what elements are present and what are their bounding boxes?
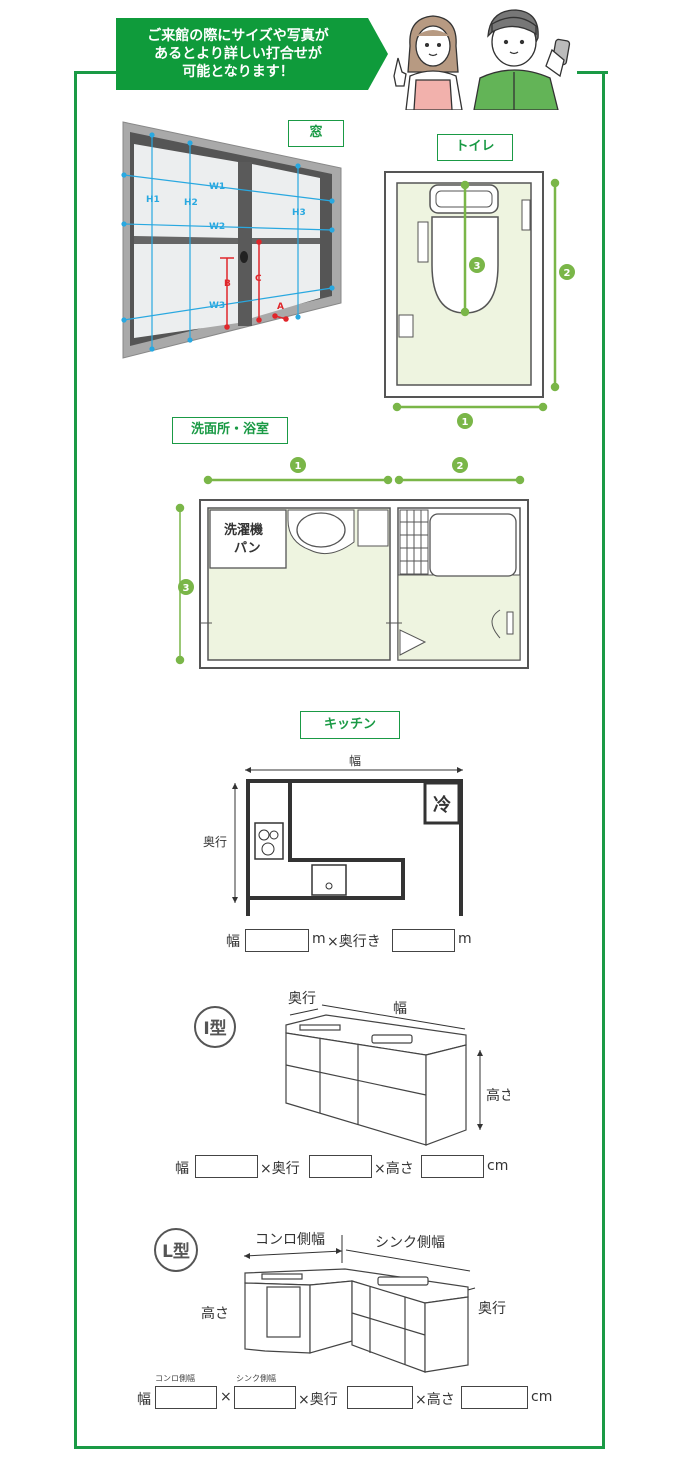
window-title: 窓 xyxy=(288,120,344,147)
dim-1: 1 xyxy=(295,461,302,472)
banner-line: 可能となります！ xyxy=(182,64,294,80)
dim-1: 1 xyxy=(462,417,469,428)
dim-3: 3 xyxy=(474,261,481,272)
plan-form-width-label: 幅 xyxy=(226,934,240,950)
plan-width-input[interactable] xyxy=(245,929,309,952)
man-figure xyxy=(473,9,571,110)
fridge-label: 冷 xyxy=(433,794,451,816)
plan-depth-label: 奥行 xyxy=(203,835,227,849)
l-sink-width-input[interactable] xyxy=(234,1386,296,1409)
label-w3: W3 xyxy=(209,301,225,311)
dim-3: 3 xyxy=(183,583,190,594)
i-form-height-label: ×高さ xyxy=(374,1161,414,1177)
i-form-width-label: 幅 xyxy=(175,1161,189,1177)
plan-form-depth-label: ×奥行き xyxy=(327,934,381,950)
window-diagram: H1 H2 H3 W1 W2 W3 B C A xyxy=(121,121,342,359)
label-b: B xyxy=(224,279,231,289)
content-frame xyxy=(74,72,605,1449)
dim-2: 2 xyxy=(564,268,571,279)
i-width-input[interactable] xyxy=(195,1155,258,1178)
woman-figure xyxy=(393,15,463,110)
kitchen-title: キッチン xyxy=(300,711,400,739)
l-form-times: × xyxy=(220,1389,232,1405)
i-form-depth-label: ×奥行 xyxy=(260,1161,300,1177)
banner-line: あるとより詳しい打合せが xyxy=(154,46,322,62)
plan-depth-input[interactable] xyxy=(392,929,455,952)
banner-text: ご来館の際にサイズや写真が あるとより詳しい打合せが 可能となります！ xyxy=(118,27,358,81)
l-stove-width-label: コンロ側幅 xyxy=(255,1232,325,1248)
l-height-label: 高さ xyxy=(201,1305,229,1322)
i-unit-cm: cm xyxy=(487,1158,509,1174)
i-depth-label: 奥行 xyxy=(288,990,316,1007)
l-sink-width-label: シンク側幅 xyxy=(375,1235,445,1251)
l-unit-cm: cm xyxy=(531,1389,553,1405)
staff-illustration xyxy=(393,9,571,110)
label-h1: H1 xyxy=(146,195,160,205)
i-type-diagram: I型 奥行 幅 高さ xyxy=(194,990,510,1146)
label-h3: H3 xyxy=(292,208,306,218)
plan-unit-m: m xyxy=(458,931,472,947)
banner-shape xyxy=(116,18,388,90)
bath-diagram: 洗濯機 パン 1 2 3 xyxy=(175,457,529,669)
l-form-height-label: ×高さ xyxy=(415,1392,455,1408)
frame-top-right xyxy=(577,71,608,74)
label-h2: H2 xyxy=(184,198,198,208)
i-depth-input[interactable] xyxy=(309,1155,372,1178)
l-form-stove-small: コンロ側幅 xyxy=(155,1374,195,1383)
kitchen-plan: 幅 奥行 冷 xyxy=(203,753,463,916)
toilet-diagram: 1 2 3 xyxy=(384,171,575,429)
l-form-depth-label: ×奥行 xyxy=(298,1392,338,1408)
washer-pan-label: 洗濯機 xyxy=(224,522,263,538)
label-a: A xyxy=(277,302,284,312)
bath-title: 洗面所・浴室 xyxy=(172,417,288,444)
plan-width-label: 幅 xyxy=(349,753,361,768)
l-depth-input[interactable] xyxy=(347,1386,413,1409)
washer-pan-label: パン xyxy=(234,541,261,556)
l-type-diagram: L型 コンロ側幅 シンク側幅 高さ 奥行 xyxy=(154,1228,506,1373)
l-stove-width-input[interactable] xyxy=(155,1386,217,1409)
l-form-width-label: 幅 xyxy=(137,1392,151,1408)
label-w2: W2 xyxy=(209,222,225,232)
label-c: C xyxy=(255,274,262,284)
l-form-sink-small: シンク側幅 xyxy=(236,1374,276,1383)
i-type-badge: I型 xyxy=(203,1018,226,1039)
toilet-title: トイレ xyxy=(437,134,513,161)
l-height-input[interactable] xyxy=(461,1386,528,1409)
frame-top-left xyxy=(74,71,118,74)
l-depth-label: 奥行 xyxy=(478,1300,506,1317)
i-width-label: 幅 xyxy=(393,1001,407,1017)
label-w1: W1 xyxy=(209,182,225,192)
dim-2: 2 xyxy=(457,461,464,472)
i-height-input[interactable] xyxy=(421,1155,484,1178)
i-height-label: 高さ xyxy=(486,1087,510,1104)
l-type-badge: L型 xyxy=(162,1241,190,1262)
banner-line: ご来館の際にサイズや写真が xyxy=(147,28,329,44)
plan-unit-m: m xyxy=(312,931,326,947)
